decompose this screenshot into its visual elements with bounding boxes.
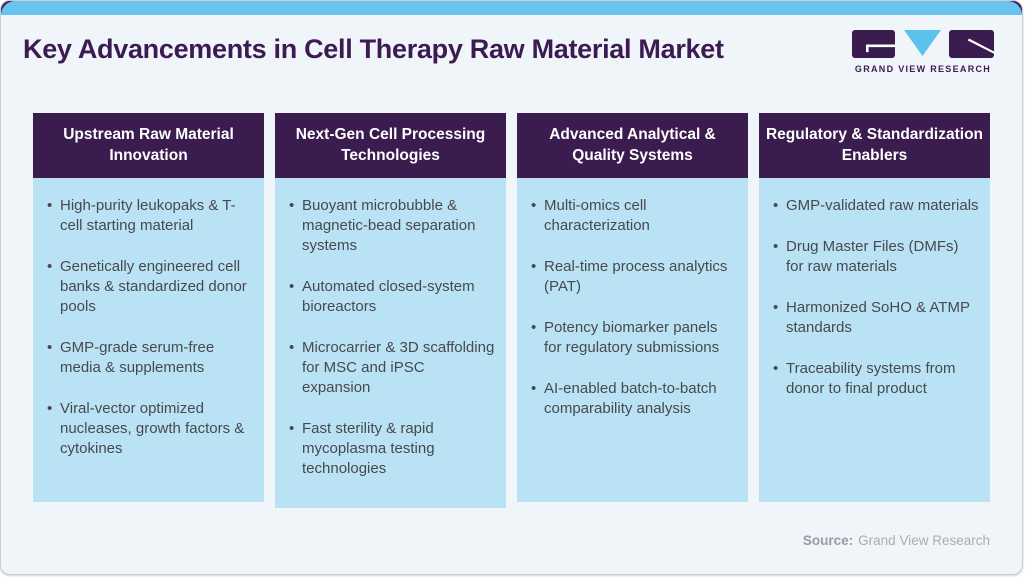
header: Key Advancements in Cell Therapy Raw Mat… <box>1 15 1022 111</box>
bullet-item: Drug Master Files (DMFs) for raw materia… <box>773 237 980 277</box>
bullet-item: Viral-vector optimized nucleases, growth… <box>47 399 254 459</box>
top-accent-bar <box>1 1 1022 15</box>
source-value: Grand View Research <box>858 533 990 548</box>
bullet-item: Harmonized SoHO & ATMP standards <box>773 298 980 338</box>
column-header: Upstream Raw Material Innovation <box>33 113 264 178</box>
bullet-item: Potency biomarker panels for regulatory … <box>531 318 738 358</box>
bullet-item: GMP-validated raw materials <box>773 196 980 216</box>
bullet-item: Real-time process analytics (PAT) <box>531 257 738 297</box>
bullet-item: AI-enabled batch-to-batch comparability … <box>531 379 738 419</box>
source-attribution: Source: Grand View Research <box>803 533 990 548</box>
grand-view-research-logo: GRAND VIEW RESEARCH <box>852 29 994 74</box>
bullet-item: High-purity leukopaks & T-cell starting … <box>47 196 254 236</box>
column-header: Regulatory & Standardization Enablers <box>759 113 990 178</box>
column-next-gen-processing: Next-Gen Cell Processing Technologies Bu… <box>275 113 506 508</box>
bullet-item: Genetically engineered cell banks & stan… <box>47 257 254 317</box>
source-label: Source: <box>802 533 854 548</box>
column-header: Advanced Analytical & Quality Systems <box>517 113 748 178</box>
bullet-item: Microcarrier & 3D scaffolding for MSC an… <box>289 338 496 398</box>
column-body: High-purity leukopaks & T-cell starting … <box>33 178 264 502</box>
bullet-list: Buoyant microbubble & magnetic-bead sepa… <box>289 196 496 479</box>
column-body: Multi-omics cell characterization Real-t… <box>517 178 748 502</box>
gvr-logo-icon <box>852 30 994 58</box>
page-title: Key Advancements in Cell Therapy Raw Mat… <box>23 34 724 64</box>
column-regulatory-standardization: Regulatory & Standardization Enablers GM… <box>759 113 990 502</box>
column-upstream-raw-material: Upstream Raw Material Innovation High-pu… <box>33 113 264 502</box>
bullet-item: Fast sterility & rapid mycoplasma testin… <box>289 419 496 479</box>
bullet-list: Multi-omics cell characterization Real-t… <box>531 196 738 419</box>
bullet-item: Automated closed-system bioreactors <box>289 277 496 317</box>
bullet-list: GMP-validated raw materials Drug Master … <box>773 196 980 399</box>
bullet-item: Multi-omics cell characterization <box>531 196 738 236</box>
column-header: Next-Gen Cell Processing Technologies <box>275 113 506 178</box>
bullet-item: Traceability systems from donor to final… <box>773 359 980 399</box>
column-body: Buoyant microbubble & magnetic-bead sepa… <box>275 178 506 508</box>
gvr-logo-wordmark: GRAND VIEW RESEARCH <box>854 64 992 74</box>
bullet-item: GMP-grade serum-free media & supplements <box>47 338 254 378</box>
column-body: GMP-validated raw materials Drug Master … <box>759 178 990 502</box>
bullet-list: High-purity leukopaks & T-cell starting … <box>47 196 254 459</box>
pillar-columns: Upstream Raw Material Innovation High-pu… <box>33 113 990 508</box>
bullet-item: Buoyant microbubble & magnetic-bead sepa… <box>289 196 496 256</box>
column-analytical-quality: Advanced Analytical & Quality Systems Mu… <box>517 113 748 502</box>
